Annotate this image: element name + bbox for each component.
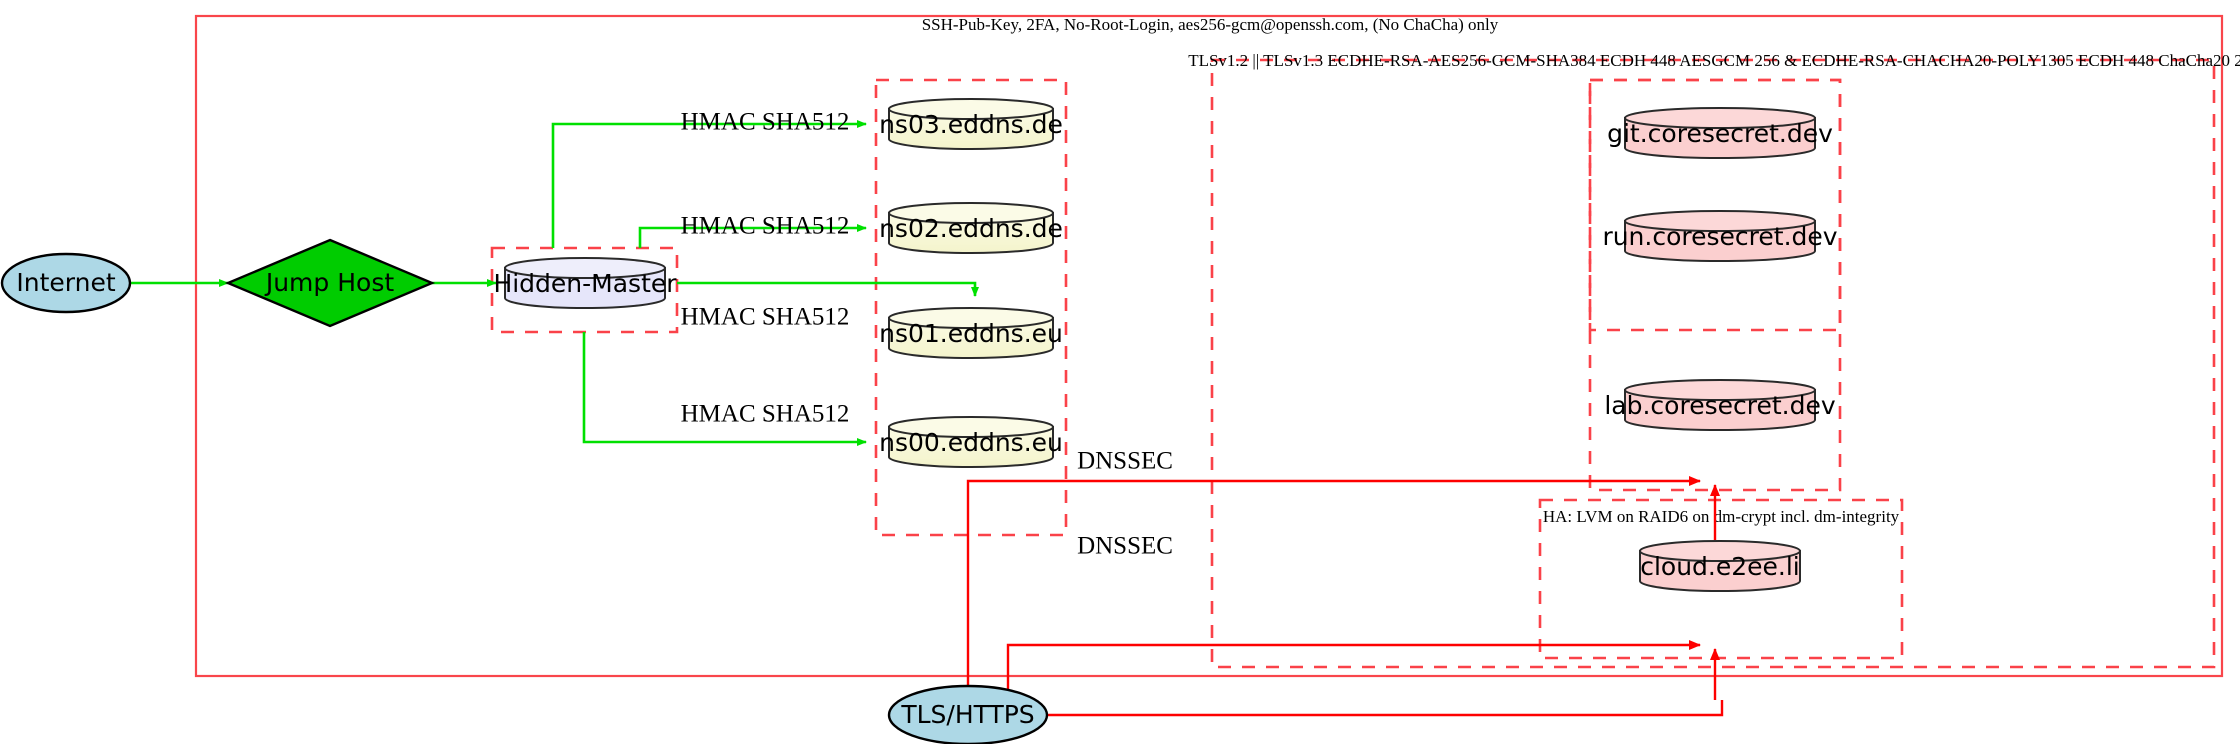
edge-hiddenmaster-to-ns02 — [638, 224, 867, 248]
node-cloud-e2ee[interactable]: cloud.e2ee.li — [1639, 540, 1801, 592]
node-ns03-label: ns03.eddns.de — [879, 110, 1063, 139]
node-lab-coresecret-label: lab.coresecret.dev — [1604, 391, 1835, 420]
edge-tls-to-services-upper — [966, 476, 1701, 694]
edge-label-hmac-ns00: HMAC SHA512 — [681, 401, 850, 428]
node-internet-label: Internet — [16, 268, 115, 297]
node-git-coresecret-label: git.coresecret.dev — [1607, 119, 1833, 148]
cluster-ssh-perimeter-label: SSH-Pub-Key, 2FA, No-Root-Login, aes256-… — [922, 15, 1499, 34]
edge-tls-to-services-lower — [1006, 640, 1701, 694]
edge-label-dnssec-upper: DNSSEC — [1077, 448, 1173, 475]
node-internet[interactable]: Internet — [0, 252, 132, 314]
node-tls-https[interactable]: TLS/HTTPS — [887, 684, 1049, 744]
cluster-ssh-perimeter: SSH-Pub-Key, 2FA, No-Root-Login, aes256-… — [194, 14, 2224, 678]
node-ns00-label: ns00.eddns.eu — [879, 428, 1063, 457]
cluster-services-zone — [1588, 78, 1842, 492]
node-ns02-label: ns02.eddns.de — [879, 214, 1063, 243]
node-run-coresecret[interactable]: run.coresecret.dev — [1602, 210, 1838, 262]
edge-hiddenmaster-to-ns03 — [551, 120, 867, 248]
node-lab-coresecret[interactable]: lab.coresecret.dev — [1604, 379, 1836, 431]
node-ns00[interactable]: ns00.eddns.eu — [879, 416, 1063, 468]
edge-label-hmac-ns02: HMAC SHA512 — [681, 213, 850, 240]
node-ns01-label: ns01.eddns.eu — [879, 319, 1063, 348]
cluster-nameserver-zone — [874, 78, 1068, 537]
cluster-tls-perimeter: TLSv1.2 || TLSv1.3 ECDHE-RSA-AES256-GCM-… — [1188, 51, 2240, 669]
node-hidden-master-label: Hidden-Master — [493, 269, 677, 298]
red-edge-group — [966, 476, 1724, 717]
node-run-coresecret-label: run.coresecret.dev — [1602, 222, 1837, 251]
node-ns02[interactable]: ns02.eddns.de — [879, 202, 1063, 254]
node-tls-https-label: TLS/HTTPS — [900, 700, 1034, 729]
node-jump-host[interactable]: Jump Host — [224, 238, 436, 328]
edge-hiddenmaster-to-ns00 — [582, 332, 867, 446]
node-ns03[interactable]: ns03.eddns.de — [879, 98, 1063, 150]
cluster-ha-storage: HA: LVM on RAID6 on dm-crypt incl. dm-in… — [1538, 498, 1904, 660]
edge-label-hmac-ns01: HMAC SHA512 — [681, 304, 850, 331]
edge-tls-right-to-perimeter — [1046, 700, 1724, 717]
edge-label-hmac-ns03: HMAC SHA512 — [681, 109, 850, 136]
cluster-tls-perimeter-label: TLSv1.2 || TLSv1.3 ECDHE-RSA-AES256-GCM-… — [1188, 51, 2240, 70]
node-git-coresecret[interactable]: git.coresecret.dev — [1607, 107, 1833, 159]
green-edge-group — [130, 120, 979, 446]
node-ns01[interactable]: ns01.eddns.eu — [879, 307, 1063, 359]
cluster-ha-storage-label: HA: LVM on RAID6 on dm-crypt incl. dm-in… — [1543, 507, 1900, 526]
node-jump-host-label: Jump Host — [264, 268, 395, 297]
edge-hiddenmaster-to-ns01 — [677, 281, 979, 297]
node-cloud-e2ee-label: cloud.e2ee.li — [1640, 552, 1800, 581]
edge-label-dnssec-lower: DNSSEC — [1077, 533, 1173, 560]
node-hidden-master[interactable]: Hidden-Master — [493, 257, 677, 309]
edge-label-group: HMAC SHA512 HMAC SHA512 HMAC SHA512 HMAC… — [681, 109, 1173, 560]
